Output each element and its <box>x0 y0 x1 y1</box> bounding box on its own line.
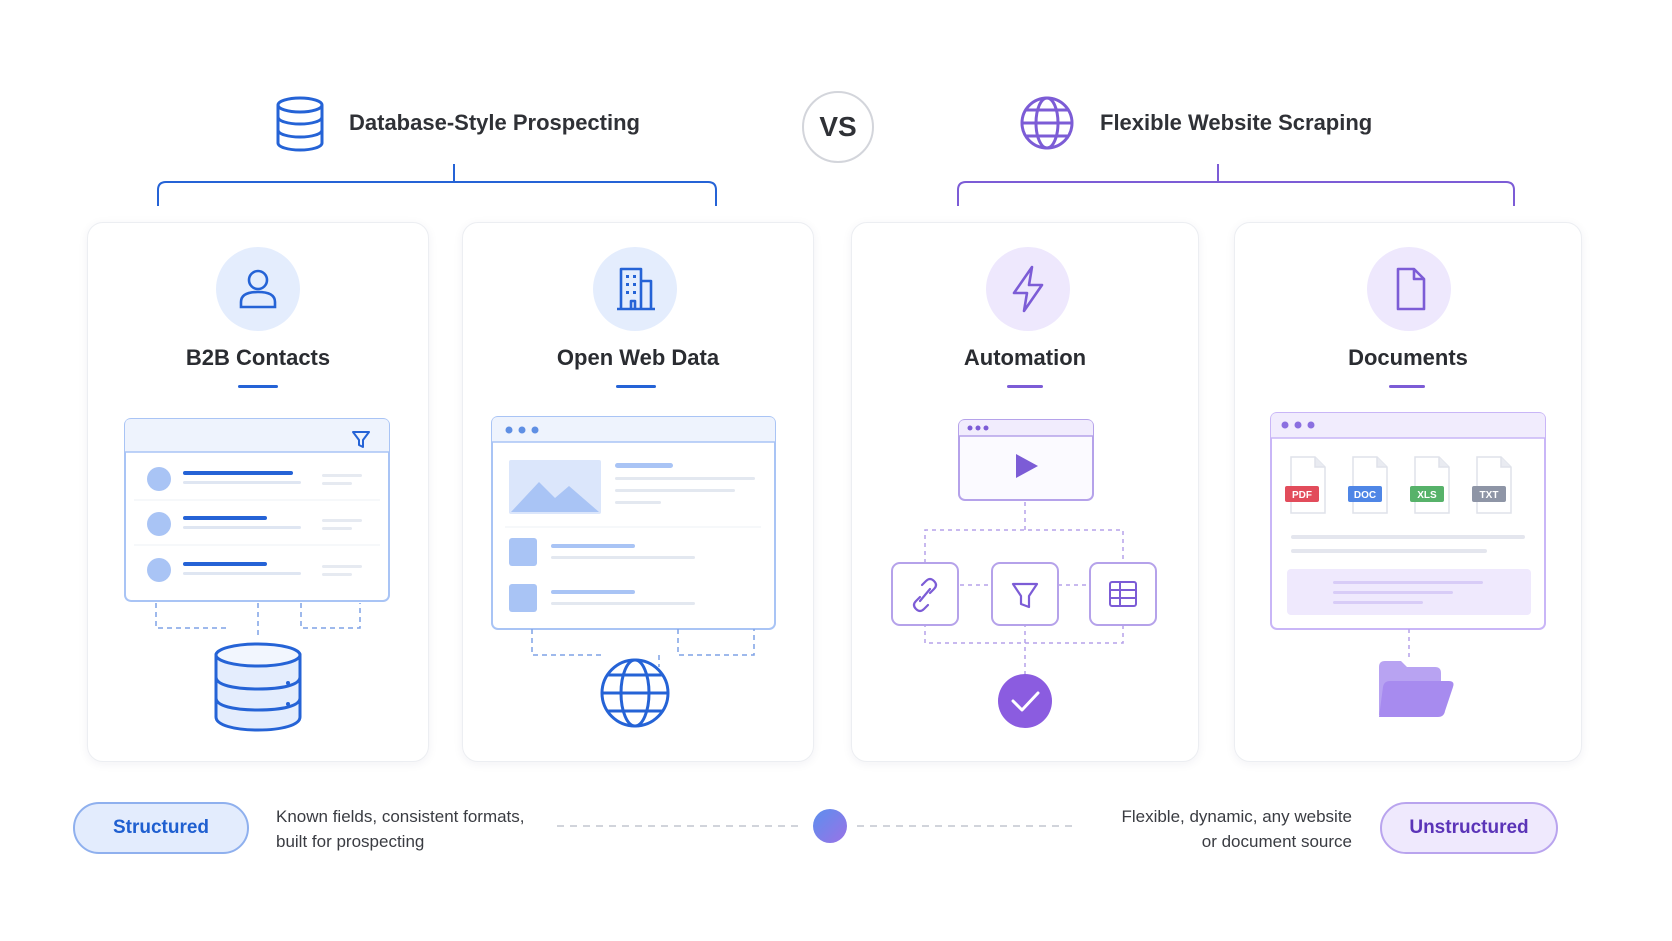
right-heading: Flexible Website Scraping <box>1100 110 1373 135</box>
globe-icon <box>600 658 670 728</box>
folder-icon <box>1379 661 1454 717</box>
database-icon <box>276 96 324 152</box>
card-b2b-contacts: B2B Contacts <box>87 222 429 762</box>
database-cylinder-icon <box>214 642 302 732</box>
xls-label: XLS <box>1417 490 1437 501</box>
right-bracket <box>957 164 1515 206</box>
vs-badge: VS <box>802 91 874 163</box>
spectrum-line <box>557 809 1073 843</box>
workflow-diagram <box>891 419 1157 728</box>
file-icon <box>1367 247 1451 331</box>
doc-label: DOC <box>1354 490 1376 501</box>
unstructured-pill: Unstructured <box>1380 802 1558 854</box>
contacts-list-window <box>124 418 390 602</box>
connector-lines <box>531 629 755 667</box>
card-automation: Automation <box>851 222 1199 762</box>
txt-label: TXT <box>1480 490 1499 501</box>
spectrum-knob <box>813 809 847 843</box>
card-title: B2B Contacts <box>185 345 331 370</box>
card-title: Automation <box>963 345 1087 370</box>
card-title: Documents <box>1348 345 1468 370</box>
unstructured-desc-line2: or document source <box>1201 832 1352 851</box>
title-underline <box>1007 385 1043 388</box>
globe-icon <box>1020 96 1074 150</box>
card-documents: Documents PDF DOC XLS TXT <box>1234 222 1582 762</box>
web-page-window <box>491 416 776 630</box>
user-icon <box>216 247 300 331</box>
left-bracket <box>157 164 717 206</box>
documents-window: PDF DOC XLS TXT <box>1270 412 1546 717</box>
title-underline <box>616 385 656 388</box>
structured-desc-line2: built for prospecting <box>276 832 425 851</box>
unstructured-description: Flexible, dynamic, any website or docume… <box>1070 804 1352 854</box>
connector-lines <box>155 603 361 638</box>
card-title: Open Web Data <box>556 345 720 370</box>
card-open-web-data: Open Web Data <box>462 222 814 762</box>
unstructured-desc-line1: Flexible, dynamic, any website <box>1121 807 1352 826</box>
building-icon <box>593 247 677 331</box>
structured-description: Known fields, consistent formats, built … <box>276 804 525 854</box>
left-heading: Database-Style Prospecting <box>349 110 640 135</box>
title-underline <box>238 385 278 388</box>
title-underline <box>1389 385 1425 388</box>
lightning-icon <box>986 247 1070 331</box>
pdf-label: PDF <box>1292 490 1312 501</box>
structured-desc-line1: Known fields, consistent formats, <box>276 807 525 826</box>
structured-pill: Structured <box>73 802 249 854</box>
